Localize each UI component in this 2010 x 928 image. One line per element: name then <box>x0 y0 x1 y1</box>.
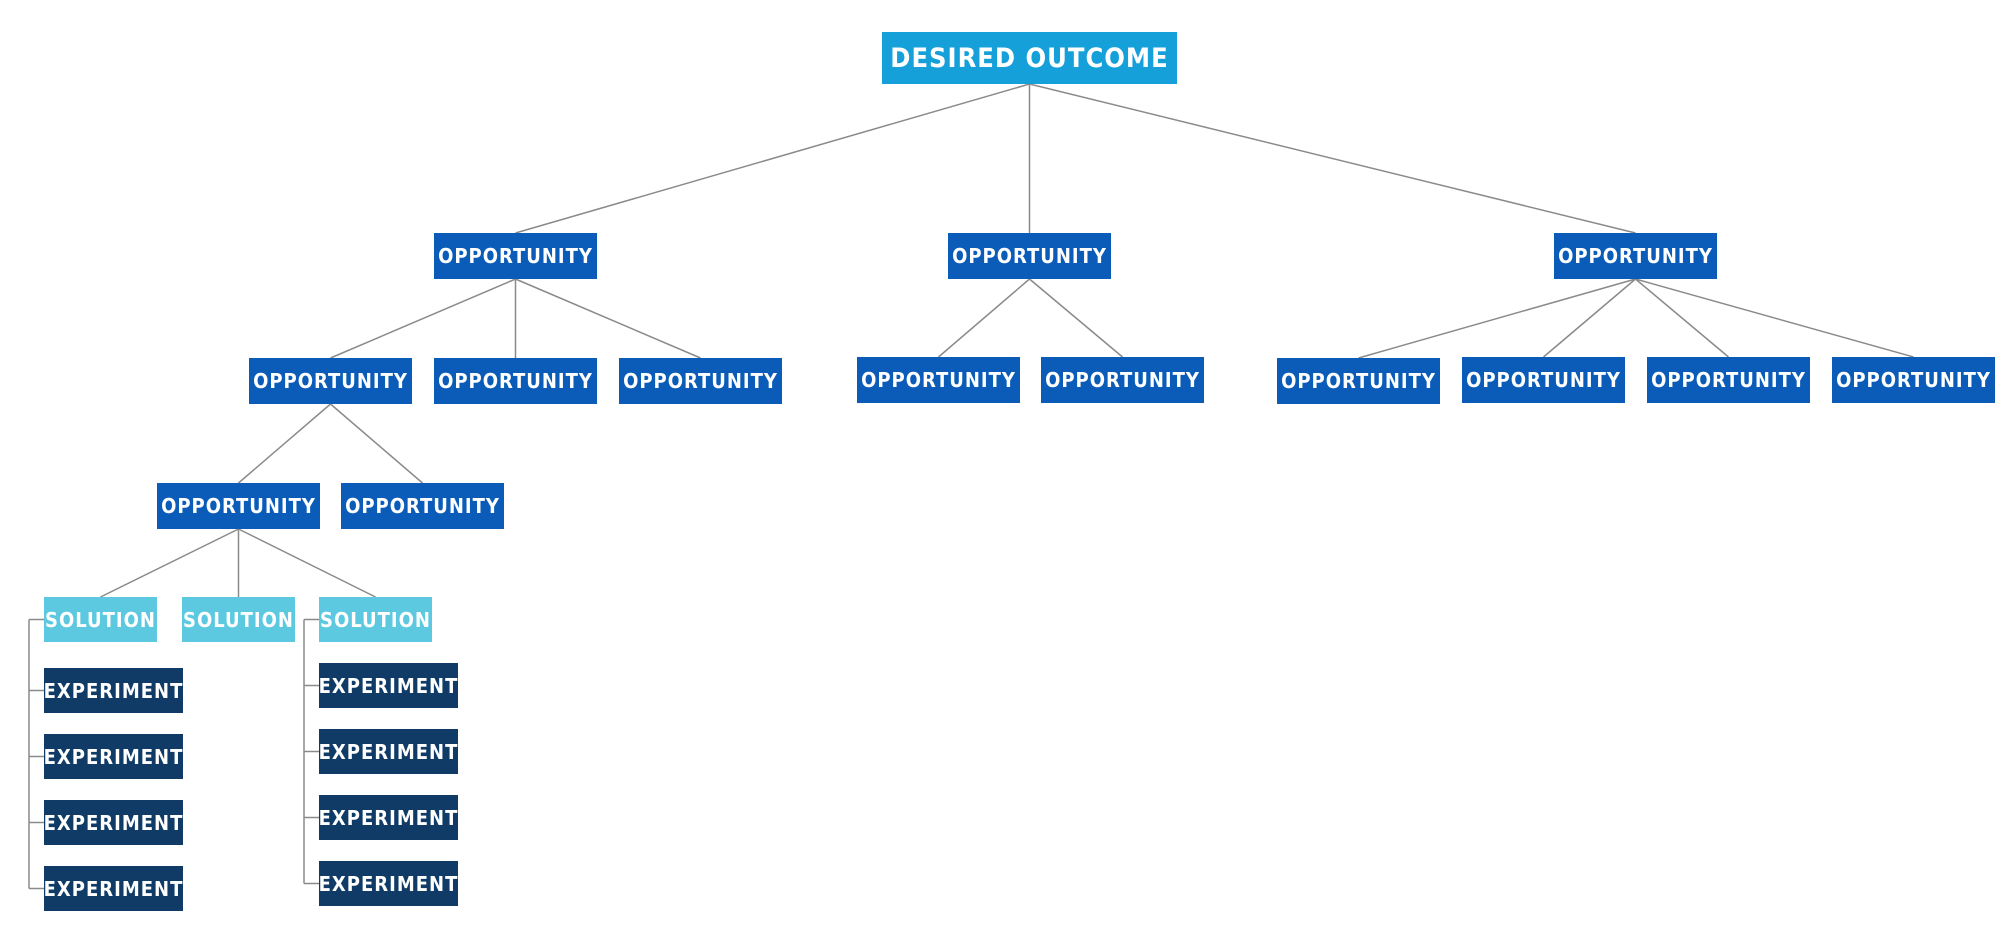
opportunity-node: OPPORTUNITY <box>948 233 1111 279</box>
experiment-node-label: EXPERIMENT <box>318 739 459 764</box>
opportunity-node-label: OPPORTUNITY <box>1651 368 1806 392</box>
experiment-node-label: EXPERIMENT <box>43 876 184 901</box>
opportunity-node: OPPORTUNITY <box>341 483 504 529</box>
opportunity-node-label: OPPORTUNITY <box>1558 244 1713 268</box>
opportunity-node: OPPORTUNITY <box>249 358 412 404</box>
opportunity-node-label: OPPORTUNITY <box>1836 368 1991 392</box>
experiment-node: EXPERIMENT <box>319 663 458 708</box>
opportunity-node-label: OPPORTUNITY <box>952 244 1107 268</box>
edge-right-branch-2 <box>1543 278 1636 358</box>
experiment-node: EXPERIMENT <box>44 800 183 845</box>
experiment-node: EXPERIMENT <box>319 729 458 774</box>
opportunity-node: OPPORTUNITY <box>434 233 597 279</box>
opportunity-node: OPPORTUNITY <box>619 358 782 404</box>
experiment-node: EXPERIMENT <box>44 668 183 713</box>
edge-middle-branch-1 <box>938 278 1030 358</box>
edge-middle-branch-2 <box>1029 278 1123 358</box>
opportunity-node: OPPORTUNITY <box>1041 357 1204 403</box>
opportunity-node: OPPORTUNITY <box>1554 233 1717 279</box>
experiment-node-label: EXPERIMENT <box>318 805 459 830</box>
edge-outcome-to-opportunity-3 <box>1029 83 1636 234</box>
solution-node-label: SOLUTION <box>183 607 294 632</box>
experiment-node: EXPERIMENT <box>44 734 183 779</box>
experiment-node: EXPERIMENT <box>44 866 183 911</box>
opportunity-node: OPPORTUNITY <box>857 357 1020 403</box>
edge-level3-2 <box>330 403 423 484</box>
opportunity-node-label: OPPORTUNITY <box>1045 368 1200 392</box>
desired-outcome-node-label: DESIRED OUTCOME <box>890 42 1169 74</box>
edge-level3-1 <box>238 403 331 484</box>
experiment-node-label: EXPERIMENT <box>43 810 184 835</box>
opportunity-node: OPPORTUNITY <box>1462 357 1625 403</box>
edge-right-branch-1 <box>1358 278 1636 359</box>
opportunity-node: OPPORTUNITY <box>1832 357 1995 403</box>
opportunity-node: OPPORTUNITY <box>1647 357 1810 403</box>
solution-node: SOLUTION <box>182 597 295 642</box>
solution-node: SOLUTION <box>319 597 432 642</box>
opportunity-node: OPPORTUNITY <box>157 483 320 529</box>
edge-right-branch-3 <box>1635 278 1729 358</box>
experiment-node-label: EXPERIMENT <box>318 871 459 896</box>
opportunity-node: OPPORTUNITY <box>434 358 597 404</box>
edge-left-branch-3 <box>515 278 701 359</box>
edge-left-branch-1 <box>330 278 516 359</box>
edge-right-branch-4 <box>1635 278 1914 358</box>
edge-outcome-to-opportunity-1 <box>515 83 1030 234</box>
opportunity-node-label: OPPORTUNITY <box>161 494 316 518</box>
experiment-node: EXPERIMENT <box>319 795 458 840</box>
experiment-node-label: EXPERIMENT <box>43 744 184 769</box>
opportunity-node-label: OPPORTUNITY <box>253 369 408 393</box>
experiment-node-label: EXPERIMENT <box>43 678 184 703</box>
opportunity-node-label: OPPORTUNITY <box>345 494 500 518</box>
desired-outcome-node: DESIRED OUTCOME <box>882 32 1177 84</box>
opportunity-node: OPPORTUNITY <box>1277 358 1440 404</box>
opportunity-node-label: OPPORTUNITY <box>861 368 1016 392</box>
experiment-node: EXPERIMENT <box>319 861 458 906</box>
opportunity-node-label: OPPORTUNITY <box>438 244 593 268</box>
experiment-node-label: EXPERIMENT <box>318 673 459 698</box>
opportunity-node-label: OPPORTUNITY <box>1466 368 1621 392</box>
solution-node-label: SOLUTION <box>45 607 156 632</box>
opportunity-node-label: OPPORTUNITY <box>438 369 593 393</box>
edge-solution-1 <box>100 528 239 598</box>
opportunity-node-label: OPPORTUNITY <box>1281 369 1436 393</box>
solution-node: SOLUTION <box>44 597 157 642</box>
opportunity-node-label: OPPORTUNITY <box>623 369 778 393</box>
edge-solution-3 <box>238 528 376 598</box>
solution-node-label: SOLUTION <box>320 607 431 632</box>
